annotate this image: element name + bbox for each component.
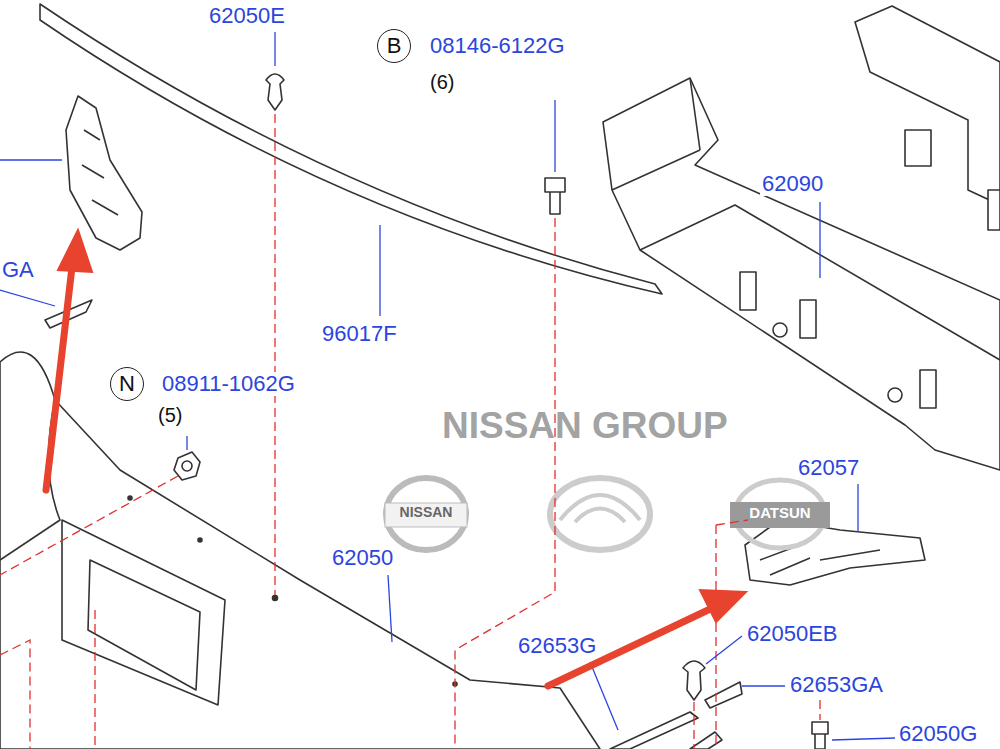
part-number: 62050EB [745, 622, 840, 646]
bumper-hole [273, 596, 278, 601]
part-number: 62653GA [788, 673, 885, 697]
assembly-line [0, 114, 820, 749]
grille-inner [88, 560, 200, 690]
absorber-slot [800, 300, 816, 338]
bracket-rib [82, 130, 118, 215]
quantity: (6) [428, 71, 456, 93]
callout-letter: B [387, 35, 402, 57]
part-number: 62057 [796, 456, 861, 480]
circle-letter: N [110, 367, 144, 401]
part-number: 08146-6122G [428, 34, 567, 58]
absorber-hole [888, 388, 902, 402]
callout-letter: N [119, 373, 135, 395]
leader-line [0, 32, 895, 740]
circle-letter: B [377, 29, 411, 63]
grille-opening [62, 520, 225, 705]
small-piece [705, 682, 742, 708]
part-number: 62653G [516, 634, 598, 658]
side-bracket [745, 520, 925, 585]
absorber-slot [740, 272, 756, 310]
absorber-slot [920, 370, 936, 408]
grille-strip [40, 4, 662, 294]
bolt [545, 178, 565, 214]
nut-hole [182, 461, 192, 471]
nut [174, 452, 200, 480]
part-number: 62050G [897, 722, 979, 746]
beam-tab [905, 130, 931, 166]
clip [266, 74, 284, 110]
part-number: 08911-1062G [160, 372, 297, 396]
rear-beam [855, 6, 1000, 205]
bumper-hole [128, 496, 132, 500]
part-number: GA [0, 258, 36, 282]
bumper-hole [198, 538, 202, 542]
logo-watermark [385, 478, 830, 550]
part-number: 96017F [320, 322, 399, 346]
part-number: 62050E [207, 4, 287, 28]
quantity: (5) [156, 404, 184, 426]
absorber-edge [612, 78, 1000, 360]
strip-piece [610, 712, 698, 749]
bolt [812, 722, 828, 749]
part-number: 62050 [330, 546, 395, 570]
beam-tab [988, 190, 1000, 230]
part-number: 62090 [760, 172, 825, 196]
strip-piece [690, 732, 722, 749]
red-arrow [46, 230, 746, 686]
logo-text: NISSAN [398, 505, 455, 520]
absorber-hole [773, 323, 787, 337]
logo-text: DATSUN [747, 505, 812, 522]
watermark: NISSAN GROUP [440, 406, 730, 447]
clip [683, 661, 705, 700]
side-bracket [66, 96, 142, 250]
